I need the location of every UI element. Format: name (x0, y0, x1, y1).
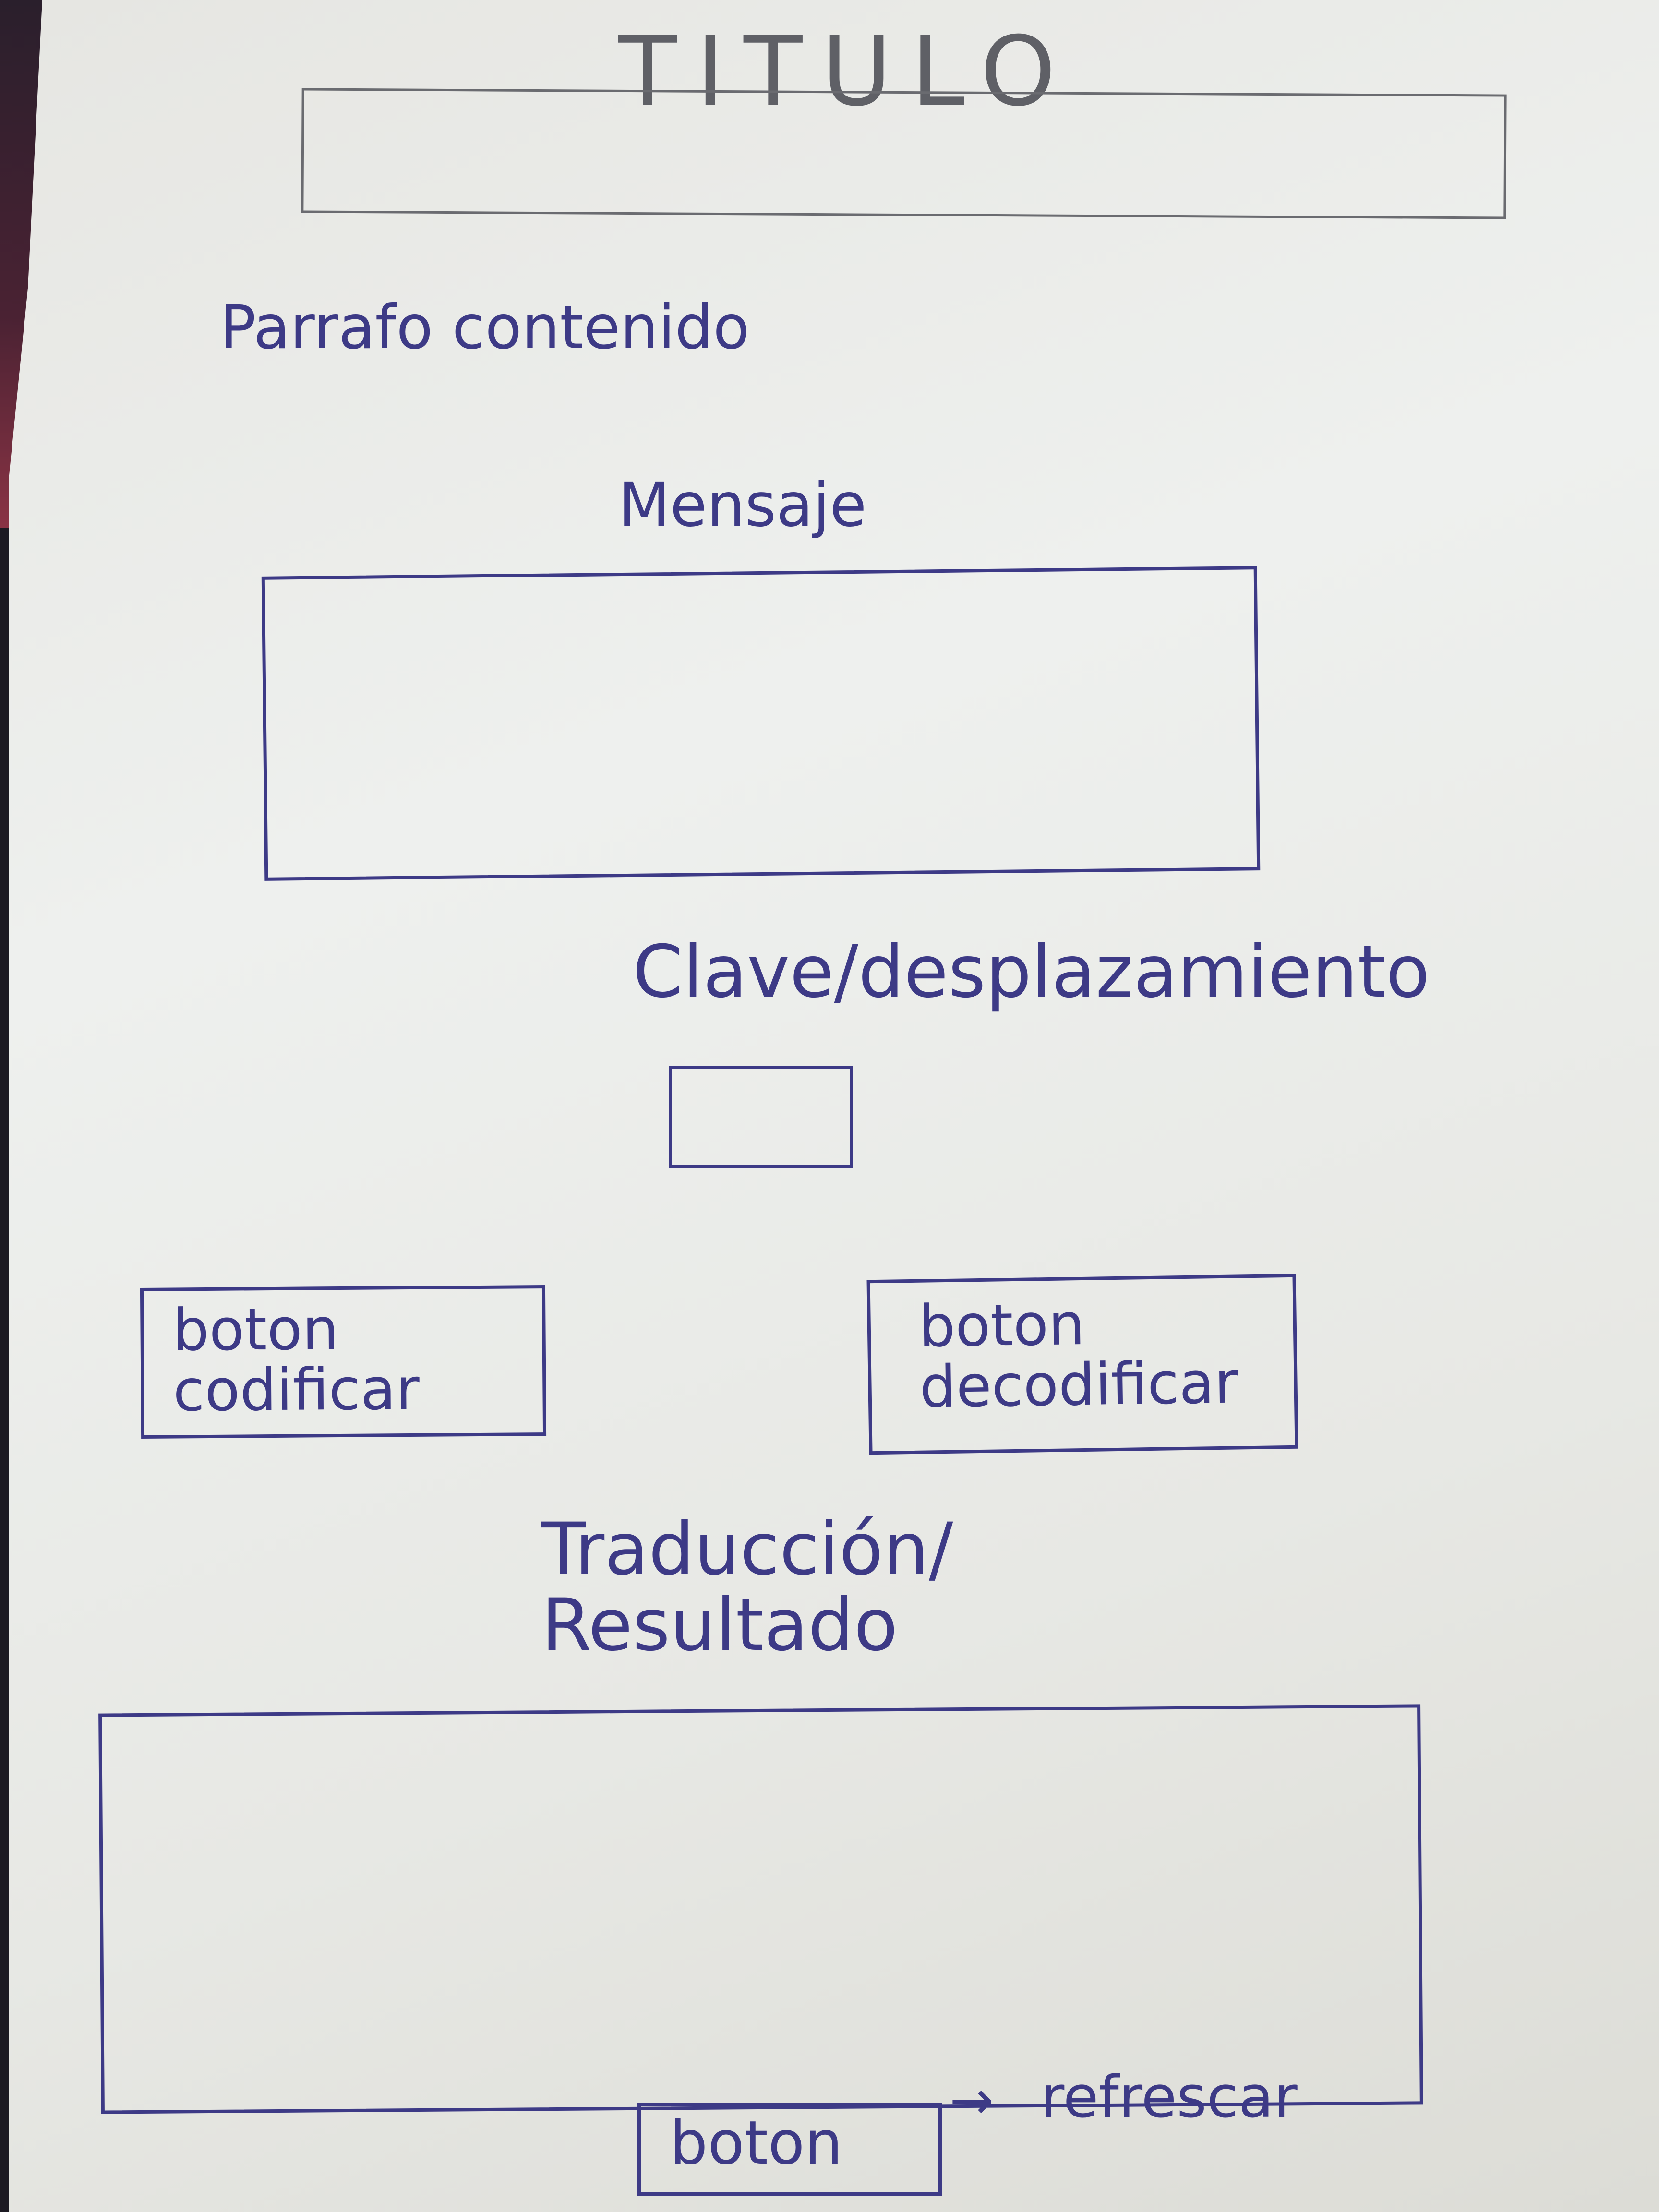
decode-button[interactable]: boton decodificar (866, 1274, 1298, 1455)
encode-button[interactable]: boton codificar (140, 1285, 547, 1439)
arrow-right-icon: → (950, 2069, 994, 2131)
page-title: TITULO (618, 16, 1075, 128)
key-input[interactable] (669, 1066, 853, 1168)
refresh-button-label: boton (670, 2108, 843, 2178)
refresh-note: refrescar (1041, 2064, 1298, 2131)
paragraph-text: Parrafo contenido (220, 293, 750, 362)
paper-sheet: TITULO Parrafo contenido Mensaje Clave/d… (9, 0, 1659, 2212)
message-label: Mensaje (618, 470, 867, 540)
refresh-button[interactable]: boton (637, 2103, 942, 2196)
title-field (301, 88, 1507, 219)
key-label: Clave/desplazamiento (633, 930, 1430, 1014)
message-input[interactable] (261, 566, 1261, 881)
result-label: Traducción/ Resultado (541, 1508, 953, 1667)
result-output (98, 1704, 1423, 2114)
encode-button-label: boton codificar (172, 1296, 420, 1425)
decode-button-label: boton decodificar (918, 1291, 1238, 1421)
